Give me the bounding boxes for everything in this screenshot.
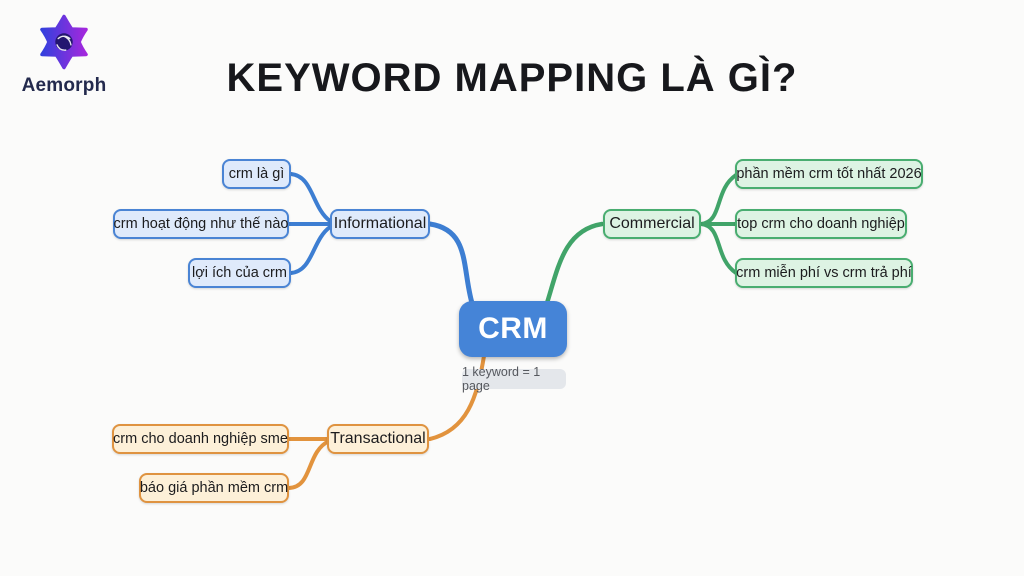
child-node-crm-hoat-dong: crm hoạt động như thế nào: [113, 209, 289, 239]
aemorph-logo-icon: [40, 14, 88, 70]
edge-loi-ich: [289, 225, 332, 275]
center-node-crm: CRM: [459, 301, 567, 357]
edge-crm-mien-phi: [699, 222, 738, 275]
edge-transactional-to-center: [428, 354, 486, 441]
child-node-bao-gia: báo giá phần mềm crm: [139, 473, 289, 503]
branch-node-commercial: Commercial: [603, 209, 701, 239]
center-note: 1 keyword = 1 page: [462, 365, 566, 393]
edge-informational-to-center: [427, 221, 475, 306]
child-node-crm-cho-doanh: crm cho doanh nghiệp sme: [112, 424, 289, 454]
child-node-crm-mien-phi: crm miễn phí vs crm trả phí: [735, 258, 913, 288]
branch-node-informational: Informational: [330, 209, 430, 239]
branch-node-transactional: Transactional: [327, 424, 429, 454]
child-node-crm-la-gi: crm là gì: [222, 159, 291, 189]
child-node-loi-ich: lợi ích của crm: [188, 258, 291, 288]
brand-name: Aemorph: [21, 75, 107, 96]
page-title: KEYWORD MAPPING LÀ GÌ?: [226, 56, 798, 100]
edge-crm-la-gi: [289, 172, 332, 223]
edge-commercial-to-center: [544, 221, 605, 306]
brand-logo: Aemorph: [16, 12, 112, 97]
child-node-phan-mem: phần mềm crm tốt nhất 2026: [735, 159, 923, 189]
child-node-top-crm: top crm cho doanh nghiệp: [735, 209, 907, 239]
edge-phan-mem: [699, 173, 738, 226]
edge-bao-gia: [287, 439, 331, 490]
